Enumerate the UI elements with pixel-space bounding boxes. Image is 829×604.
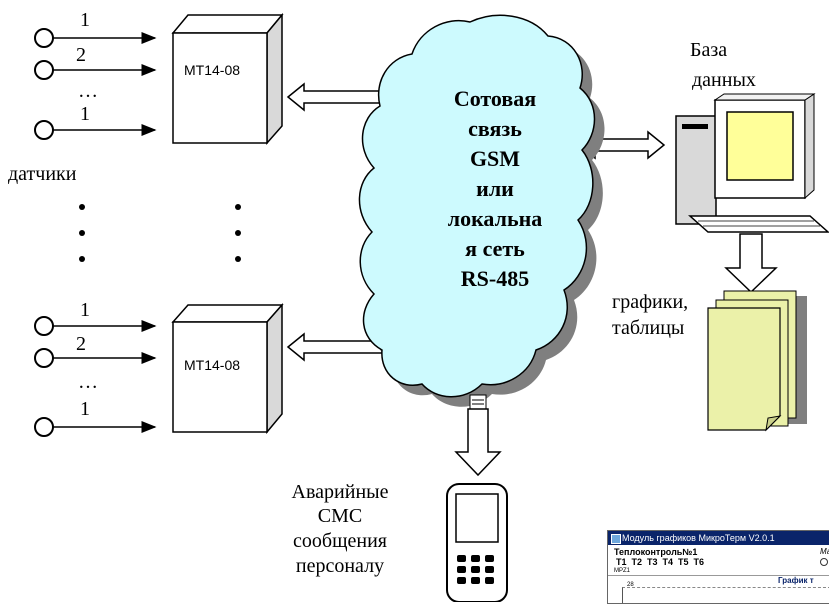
app-graph-label: График т: [778, 576, 814, 585]
cloud-line: связь: [468, 116, 522, 141]
sensor-label: 1: [80, 103, 90, 125]
database-label: База: [690, 39, 727, 61]
network-cloud: Сотовая связь GSM или локальна я сеть RS…: [358, 14, 605, 407]
device-label: МТ14-08: [184, 62, 240, 78]
sensor-icon: [34, 348, 54, 368]
app-channels[interactable]: T1 T2 T3 T4 T5 T6: [616, 557, 705, 567]
cloud-line: RS-485: [461, 266, 529, 291]
device-box-front: [172, 32, 268, 144]
sensor-label: 2: [76, 44, 86, 66]
alert-line: СМС: [318, 505, 362, 527]
app-graph-header: График т: [608, 575, 829, 586]
app-icon: [611, 534, 621, 544]
sensor-icon: [34, 60, 54, 80]
sensor-icon: [34, 316, 54, 336]
app-heading: Теплоконтроль№1: [614, 547, 698, 557]
cable-icon: [469, 394, 487, 410]
app-side-text: Ма: [820, 547, 829, 556]
reports-label: графики,: [612, 291, 688, 313]
device-box-top: [171, 14, 284, 34]
device-box-side: [266, 303, 283, 435]
cloud-line: GSM: [470, 146, 520, 171]
sensor-label: …: [78, 80, 98, 102]
continuation-dots: [79, 204, 241, 262]
cloud-line: я сеть: [465, 236, 525, 261]
sensor-label: 1: [80, 9, 90, 31]
sensor-icon: [34, 120, 54, 140]
cloud-line: или: [476, 176, 514, 201]
sensors-label: датчики: [8, 163, 77, 185]
sensor-label: 1: [80, 299, 90, 321]
reports-label: таблицы: [612, 317, 684, 339]
cloud-line: Сотовая: [454, 86, 536, 111]
app-titlebar: Модуль графиков МикроТерм V2.0.1: [608, 531, 829, 545]
app-title: Модуль графиков МикроТерм V2.0.1: [622, 533, 775, 543]
sensor-label: 2: [76, 333, 86, 355]
alert-line: персоналу: [296, 555, 384, 577]
device-label: МТ14-08: [184, 357, 240, 373]
app-graph-area[interactable]: 28: [622, 582, 829, 603]
cloud-line: локальна: [448, 206, 543, 231]
alert-line: сообщения: [293, 530, 387, 552]
app-sub: MPZ1: [614, 568, 631, 574]
down-arrow-phone: [454, 408, 502, 477]
documents-icon: [707, 290, 807, 432]
app-radio[interactable]: [820, 558, 828, 566]
computer-icon: [675, 93, 829, 233]
database-label: данных: [692, 69, 756, 91]
sensor-icon: [34, 28, 54, 48]
app-window: Модуль графиков МикроТерм V2.0.1 Теплоко…: [607, 530, 829, 604]
device-box-side: [266, 12, 283, 145]
sensor-label: 1: [80, 398, 90, 420]
down-arrow-docs: [724, 233, 778, 294]
alert-line: Аварийные: [292, 481, 389, 503]
mobile-phone-icon: [446, 483, 508, 602]
sensor-group-top: 1 2 … 1 МТ14-08: [34, 9, 284, 145]
app-axis-value: 28: [627, 582, 634, 588]
sensor-icon: [34, 417, 54, 437]
sensor-label: …: [78, 371, 98, 393]
sensor-group-bottom: 1 2 … 1 МТ14-08: [34, 299, 284, 437]
device-box-top: [171, 304, 284, 323]
device-box-front: [172, 321, 268, 433]
